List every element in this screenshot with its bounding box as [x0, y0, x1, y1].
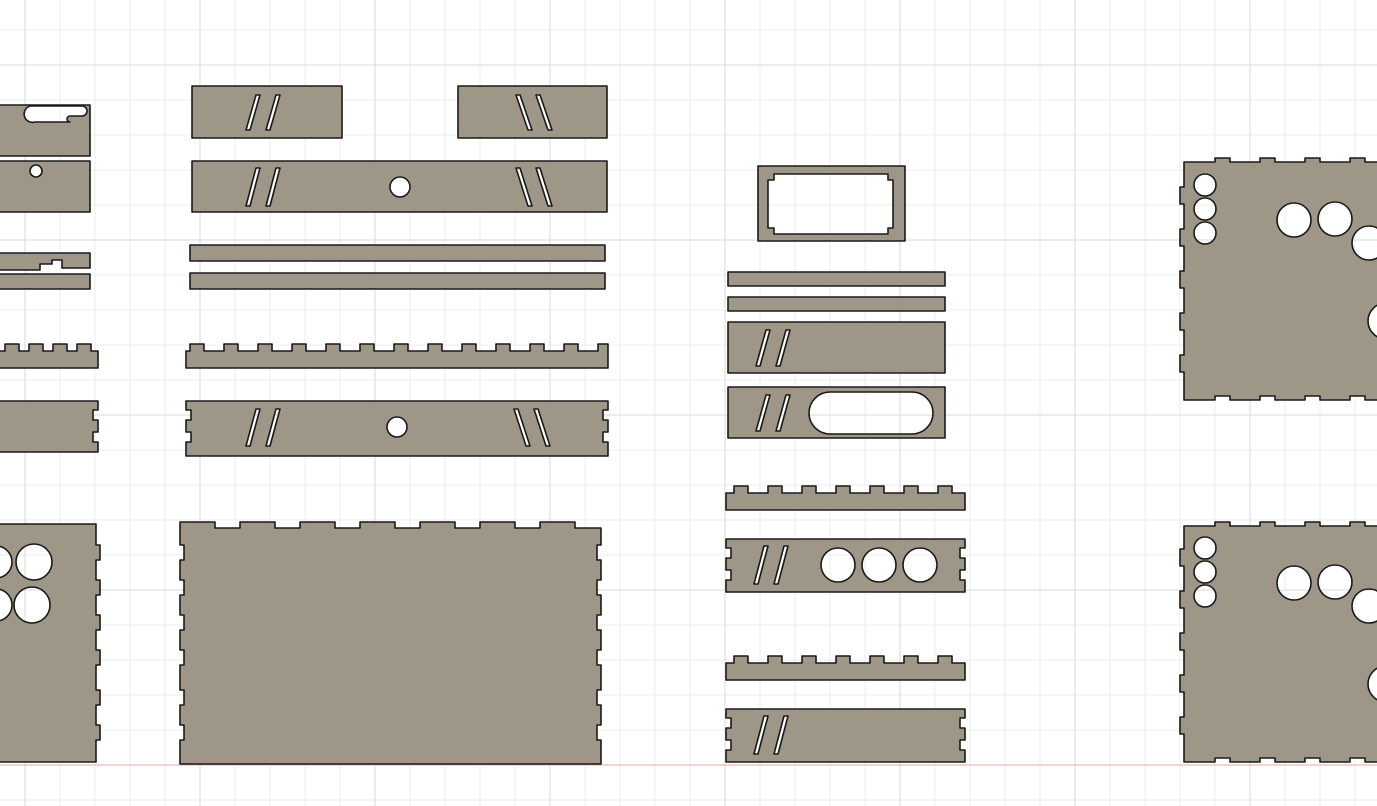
part-a-finger-strip[interactable]	[0, 343, 99, 369]
part-a-button-plate[interactable]	[0, 523, 101, 763]
part-b-strip-1[interactable]	[189, 244, 606, 262]
part-a-side-plate[interactable]	[0, 400, 99, 453]
part-c-strip-1[interactable]	[727, 271, 946, 287]
part-c-frame[interactable]	[757, 165, 906, 242]
column-c-parts	[725, 165, 966, 763]
part-a-hook-strip[interactable]	[0, 252, 91, 271]
part-d-bottom-panel[interactable]	[1179, 521, 1377, 763]
part-b-strip-2[interactable]	[189, 272, 606, 290]
part-c-bottom-plate[interactable]	[725, 708, 966, 763]
part-b-left-tab[interactable]	[191, 85, 343, 139]
column-d-parts	[1179, 157, 1377, 763]
part-d-top-panel[interactable]	[1179, 157, 1377, 401]
part-a-plate-with-hole[interactable]	[0, 160, 91, 213]
part-c-slot-plate[interactable]	[727, 386, 946, 439]
column-b-parts	[179, 85, 609, 765]
part-c-strip-2[interactable]	[727, 296, 946, 312]
part-b-right-tab[interactable]	[457, 85, 608, 139]
part-b-side-plate[interactable]	[185, 400, 609, 457]
part-a-strip[interactable]	[0, 273, 91, 290]
part-b-base-plate[interactable]	[179, 521, 602, 765]
column-a-parts	[0, 104, 101, 763]
part-c-plate[interactable]	[727, 321, 946, 374]
part-b-finger-strip[interactable]	[185, 343, 609, 369]
part-c-finger-strip-1[interactable]	[725, 485, 966, 511]
part-b-long-plate[interactable]	[191, 160, 608, 213]
part-c-button-strip[interactable]	[725, 538, 966, 593]
part-c-finger-strip-2[interactable]	[725, 655, 966, 681]
part-a-top-plate[interactable]	[0, 104, 91, 157]
